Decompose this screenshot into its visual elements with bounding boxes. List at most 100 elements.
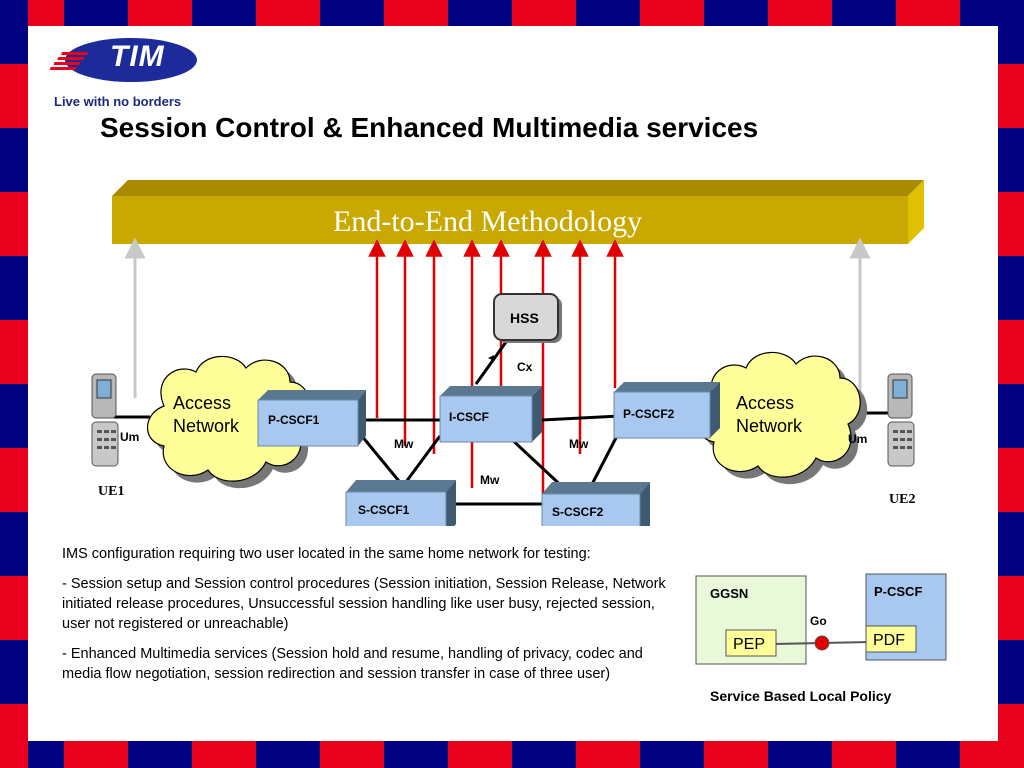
border-cell (896, 741, 960, 768)
um-right-label: Um (848, 432, 868, 446)
border-cell (896, 0, 960, 26)
border-cell (998, 64, 1024, 128)
go-label: Go (810, 614, 827, 628)
p-cscf1-label: P-CSCF1 (268, 413, 320, 427)
border-cell (0, 640, 28, 704)
pep-box (725, 629, 777, 657)
border-cell (192, 741, 256, 768)
network-diagram (91, 237, 915, 526)
border-cell (64, 0, 128, 26)
border-cell (998, 576, 1024, 640)
border-cell (512, 741, 576, 768)
ue2-label: UE2 (889, 492, 916, 507)
border-cell (998, 320, 1024, 384)
i-cscf-box (439, 386, 542, 443)
border-cell (0, 576, 28, 640)
border-cell (256, 741, 320, 768)
border-cell (0, 448, 28, 512)
border-cell (704, 741, 768, 768)
border-cell (998, 704, 1024, 768)
logo-brand: TIM (110, 40, 165, 73)
access-network-left-label: Access Network (173, 392, 239, 438)
ue1-label: UE1 (98, 484, 125, 499)
mw-right-label: Mw (569, 437, 589, 451)
ue2-phone-icon (887, 373, 915, 467)
access-network-right-label: Access Network (736, 392, 802, 438)
border-cell (0, 64, 28, 128)
border-cell (320, 741, 384, 768)
ue1-phone-icon (91, 373, 119, 467)
pep-label: PEP (733, 636, 766, 653)
s-cscf1-box (345, 480, 456, 526)
slide-content: TIM Live with no borders Session Control… (28, 26, 998, 741)
border-cell (768, 0, 832, 26)
red-signal-arrows (368, 239, 624, 494)
border-cell (320, 0, 384, 26)
banner-bar (112, 180, 924, 244)
hss-label: HSS (510, 310, 539, 326)
border-cell (998, 256, 1024, 320)
banner-label: End-to-End Methodology (333, 205, 643, 238)
border-cell (512, 0, 576, 26)
cx-label: Cx (517, 360, 533, 374)
policy-diagram (695, 573, 947, 665)
pdf-box (865, 625, 917, 653)
border-cell (128, 741, 192, 768)
border-cell (576, 0, 640, 26)
ggsn-label: GGSN (710, 586, 749, 601)
description-intro: IMS configuration requiring two user loc… (62, 546, 591, 562)
border-cell (0, 256, 28, 320)
border-cell (0, 704, 28, 768)
border-cell (998, 0, 1024, 64)
border-cell (998, 448, 1024, 512)
description-item-2: - Enhanced Multimedia services (Session … (62, 646, 643, 682)
go-point-icon (814, 635, 830, 651)
i-cscf-label: I-CSCF (449, 410, 489, 424)
border-cell (998, 384, 1024, 448)
description-item-1: - Session setup and Session control proc… (62, 576, 666, 632)
p-cscf2-box (613, 382, 720, 439)
border-cell (0, 192, 28, 256)
border-cell (384, 741, 448, 768)
border-cell (832, 0, 896, 26)
s-cscf2-box (541, 482, 650, 526)
border-cell (0, 128, 28, 192)
pcscf-policy-label: P-CSCF (874, 584, 923, 599)
description-text: IMS configuration requiring two user loc… (62, 544, 672, 694)
border-cell (128, 0, 192, 26)
border-cell (256, 0, 320, 26)
s-cscf2-label: S-CSCF2 (552, 505, 604, 519)
border-cell (640, 741, 704, 768)
border-cell (0, 512, 28, 576)
access-network-right-line1: Access (736, 393, 795, 413)
policy-caption: Service Based Local Policy (710, 688, 892, 704)
p-cscf2-label: P-CSCF2 (623, 407, 675, 421)
mw-left-label: Mw (394, 437, 414, 451)
border-cell (0, 384, 28, 448)
um-left-label: Um (120, 430, 140, 444)
border-cell (704, 0, 768, 26)
border-cell (192, 0, 256, 26)
access-network-left-line2: Network (173, 416, 240, 436)
border-cell (0, 0, 28, 64)
p-cscf1-box (257, 390, 366, 447)
s-cscf1-label: S-CSCF1 (358, 503, 410, 517)
border-cell (768, 741, 832, 768)
access-network-left-line1: Access (173, 393, 232, 413)
border-cell (64, 741, 128, 768)
access-network-right-line2: Network (736, 416, 803, 436)
mw-bottom-label: Mw (480, 473, 500, 487)
logo-tagline: Live with no borders (54, 94, 182, 109)
border-cell (448, 0, 512, 26)
page-title: Session Control & Enhanced Multimedia se… (100, 112, 759, 143)
border-cell (448, 741, 512, 768)
border-cell (576, 741, 640, 768)
tim-logo-graphic (49, 38, 197, 82)
border-cell (998, 512, 1024, 576)
border-cell (832, 741, 896, 768)
border-cell (998, 640, 1024, 704)
border-cell (0, 320, 28, 384)
cx-pointer-icon (488, 355, 494, 361)
tim-logo: TIM Live with no borders (46, 36, 206, 109)
